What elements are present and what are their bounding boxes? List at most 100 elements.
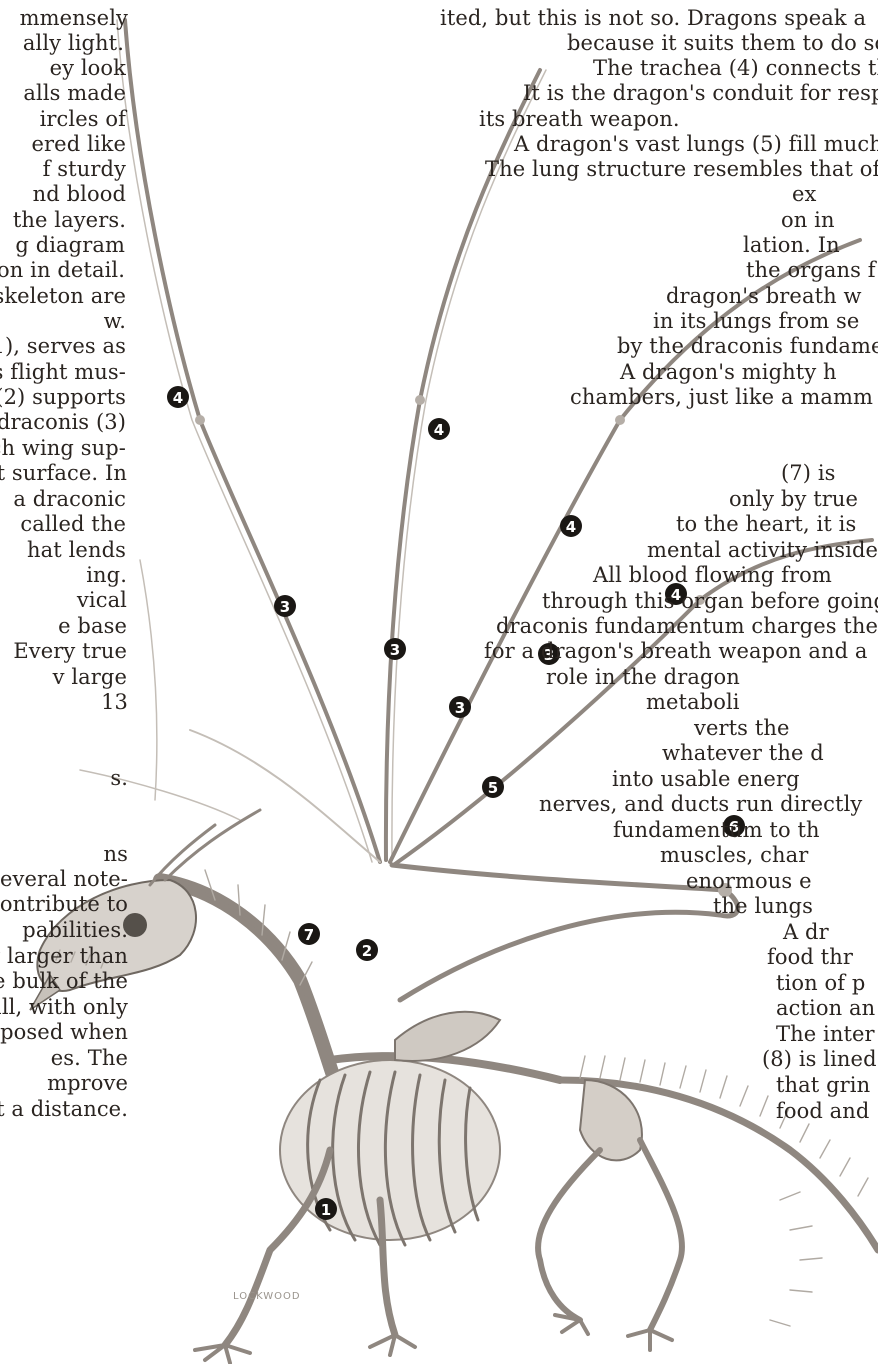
right-text-line: by the draconis fundame [617,333,878,359]
left-text-line: arpis draconis (3) [0,409,126,435]
svg-text:2: 2 [362,942,372,960]
callout-3-d: 3 [449,696,471,718]
right-text-line: ex [792,181,816,207]
svg-text:3: 3 [390,641,400,659]
right-text-line: lation. In [743,232,840,258]
callout-3-b: 3 [384,638,406,660]
right-text-line: It is the dragon's conduit for respi [523,80,878,106]
right-text-line: ited, but this is not so. Dragons speak … [440,5,866,31]
right-text-line: metaboli [646,689,740,715]
right-text-line: the lungs [713,893,813,919]
right-text-line: food thr [767,944,853,970]
right-text-line: food and [776,1098,869,1124]
right-text-line: into usable energ [612,766,800,792]
right-text-line: The lung structure resembles that of a [485,156,878,182]
svg-text:4: 4 [434,421,444,439]
right-text-line: mental activity inside [647,537,878,563]
right-text-line: its breath weapon. [479,106,680,132]
right-text-line: A dr [783,919,829,945]
left-text-line: hat lends [27,537,126,563]
right-text-line: muscles, char [660,842,808,868]
left-text-line: v large [53,664,127,690]
left-text-line: ide the skull, with only [0,994,128,1020]
callout-4-b: 4 [428,418,450,440]
left-text-line: m (1), serves as [0,333,126,359]
artist-signature: LOCKWOOD [233,1291,301,1302]
callout-4-a: 4 [167,386,189,408]
right-text-line: All blood flowing from [593,562,832,588]
left-text-line: Every true [13,638,127,664]
left-text-line: on in detail. [0,257,125,283]
left-text-line: outside. The bulk of the [0,968,128,994]
right-text-line: nerves, and ducts run directly [539,791,862,817]
right-text-line: action an [776,995,875,1021]
right-text-line: The trachea (4) connects the l [593,55,878,81]
left-text-line: f sturdy [43,156,126,182]
left-text-line: es. The [51,1045,128,1071]
left-text-line: agon's flight mus- [0,359,126,385]
right-text-line: fundamentum to th [613,817,820,843]
left-text-line: e at a distance. [0,1096,128,1122]
right-text-line: verts the [694,715,790,741]
left-text-line: ircles of [40,106,126,132]
svg-text:3: 3 [455,699,465,717]
left-text-line: alls made [23,80,126,106]
right-text-line: the organs f [746,257,876,283]
right-text-line: (8) is lined [762,1046,877,1072]
left-text-line: e skeleton are [0,283,126,309]
right-text-line: that grin [776,1072,870,1098]
left-text-line: ey look [50,55,126,81]
right-text-line: for a dragon's breath weapon and a [484,638,868,664]
right-text-line: to the heart, it is [676,511,856,537]
svg-text:4: 4 [566,518,576,536]
callout-3-a: 3 [274,595,296,617]
svg-text:7: 7 [304,926,314,944]
callout-2: 2 [356,939,378,961]
right-text-line: tion of p [776,970,865,996]
left-text-line: f which contribute to [0,891,128,917]
right-text-line: The inter [776,1021,875,1047]
left-text-line: s. [110,765,128,791]
right-text-line: A dragon's vast lungs (5) fill much [514,131,878,157]
svg-text:4: 4 [173,389,183,407]
left-text-line: pabilities. [22,917,128,943]
left-text-line: a draconic [13,486,126,512]
right-text-line: whatever the d [662,740,824,766]
callout-5: 5 [482,776,504,798]
right-text-line: draconis fundamentum charges the [496,613,878,639]
right-text-line: through this organ before going [542,588,878,614]
left-text-line: ns [103,841,128,867]
left-text-line: the layers. [13,207,126,233]
left-text-line: ) in each wing sup- [0,435,126,461]
callout-1: 1 [315,1198,337,1220]
left-text-line: whole exposed when [0,1019,128,1045]
svg-text:3: 3 [280,598,290,616]
right-text-line: dragon's breath w [666,283,862,309]
left-text-line: are slightly larger than [0,943,128,969]
left-text-line: g diagram [15,232,125,258]
left-text-line: ing. [86,562,127,588]
right-text-line: role in the dragon [546,664,740,690]
left-text-line: called the [20,511,126,537]
left-text-line: mmensely [20,5,128,31]
left-text-line: ered like [32,131,127,157]
left-text-line: onis (2) supports [0,384,126,410]
left-text-line: g's flight surface. In [0,460,127,486]
left-text-line: 13 [101,689,128,715]
hind-legs [538,1080,682,1350]
right-text-line: chambers, just like a mamm [570,384,873,410]
right-text-line: on in [781,207,835,233]
left-text-line: mprove [47,1070,128,1096]
svg-text:5: 5 [488,779,498,797]
left-text-line: e base [58,613,127,639]
svg-text:1: 1 [321,1201,331,1219]
right-text-line: enormous e [686,868,812,894]
right-text-line: in its lungs from se [653,308,859,334]
left-text-line: w. [104,308,126,334]
left-text-line: vical [77,587,127,613]
right-text-line: (7) is [781,460,836,486]
left-text-line: ally light. [23,30,124,56]
